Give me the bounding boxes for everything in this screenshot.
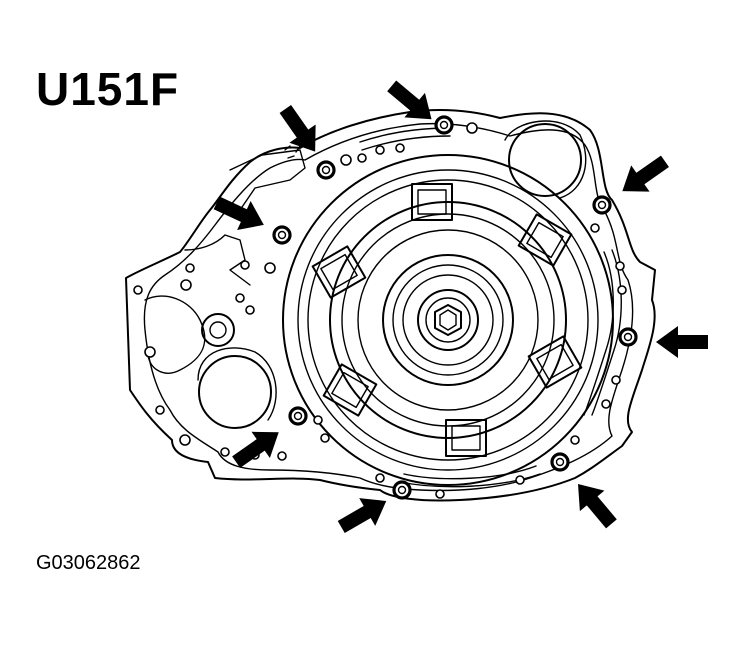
upper-right-bore-boss — [504, 120, 587, 199]
bolts — [272, 115, 638, 500]
lug-left-top-inner — [320, 253, 358, 291]
lower-left-bore — [198, 355, 272, 429]
hub-ring-4 — [417, 289, 479, 351]
lower-left-bore-boss — [197, 347, 277, 421]
drum-lugs — [311, 183, 583, 457]
bolt-8 — [392, 480, 412, 500]
lug-right-top — [517, 213, 573, 267]
lug-right-top-inner — [526, 221, 564, 259]
bolt-7 — [550, 452, 570, 472]
model-label: U151F — [36, 63, 180, 115]
arrow-7 — [578, 484, 617, 529]
rim-channel-right-2 — [583, 251, 614, 416]
drum-ring — [341, 213, 555, 427]
arrow-6 — [232, 431, 279, 468]
bolt-3 — [592, 195, 612, 215]
hub-ring — [382, 254, 514, 386]
arrow-1 — [387, 80, 432, 120]
rim-channel-right — [591, 249, 622, 416]
bolt-2 — [316, 160, 336, 180]
left-boss-inner — [209, 321, 227, 339]
rim-channel-top-2 — [361, 135, 451, 151]
arrows — [213, 80, 708, 534]
lug-right-bottom — [527, 335, 583, 389]
rim-channel-bottom — [399, 473, 541, 488]
left-boss — [201, 313, 235, 347]
lug-left-bottom-inner — [331, 371, 369, 409]
bell-housing-outer — [282, 154, 614, 486]
lug-left-top — [311, 245, 367, 299]
hex-shaft-end — [434, 304, 462, 336]
lug-bottom-inner — [451, 425, 481, 451]
bolt-1 — [434, 115, 454, 135]
upper-right-bore — [508, 123, 582, 197]
arrow-8 — [337, 498, 387, 534]
bolt-4 — [272, 225, 292, 245]
arrow-4 — [213, 196, 264, 231]
hub-ring-3 — [402, 274, 494, 366]
bell-housing-ring — [297, 169, 599, 471]
case-outline — [125, 109, 656, 502]
figure-code: G03062862 — [36, 552, 141, 574]
lug-top — [411, 183, 453, 221]
lug-left-bottom — [322, 363, 378, 417]
bolt-6 — [288, 406, 308, 426]
hub-ring-5 — [425, 297, 471, 343]
bolt-5 — [618, 327, 638, 347]
arrow-2 — [279, 105, 316, 152]
drum-ring-2 — [357, 229, 539, 411]
hex-shaft-inner — [439, 309, 457, 331]
flange-outline — [143, 122, 634, 492]
arrow-5 — [656, 326, 708, 358]
lug-right-bottom-inner — [536, 343, 574, 381]
left-housing-detail — [184, 234, 251, 286]
small-holes — [133, 122, 627, 499]
rim-channel-bottom-2 — [403, 465, 537, 480]
left-web — [144, 295, 206, 374]
arrow-3 — [622, 155, 669, 192]
lug-bottom — [445, 419, 487, 457]
bell-housing-ring-2 — [307, 179, 589, 461]
lug-top-inner — [417, 189, 447, 215]
drum-outer — [329, 201, 567, 439]
engraved-marks — [284, 145, 301, 159]
hub-ring-2 — [392, 264, 504, 376]
upper-left-housing — [229, 149, 306, 211]
